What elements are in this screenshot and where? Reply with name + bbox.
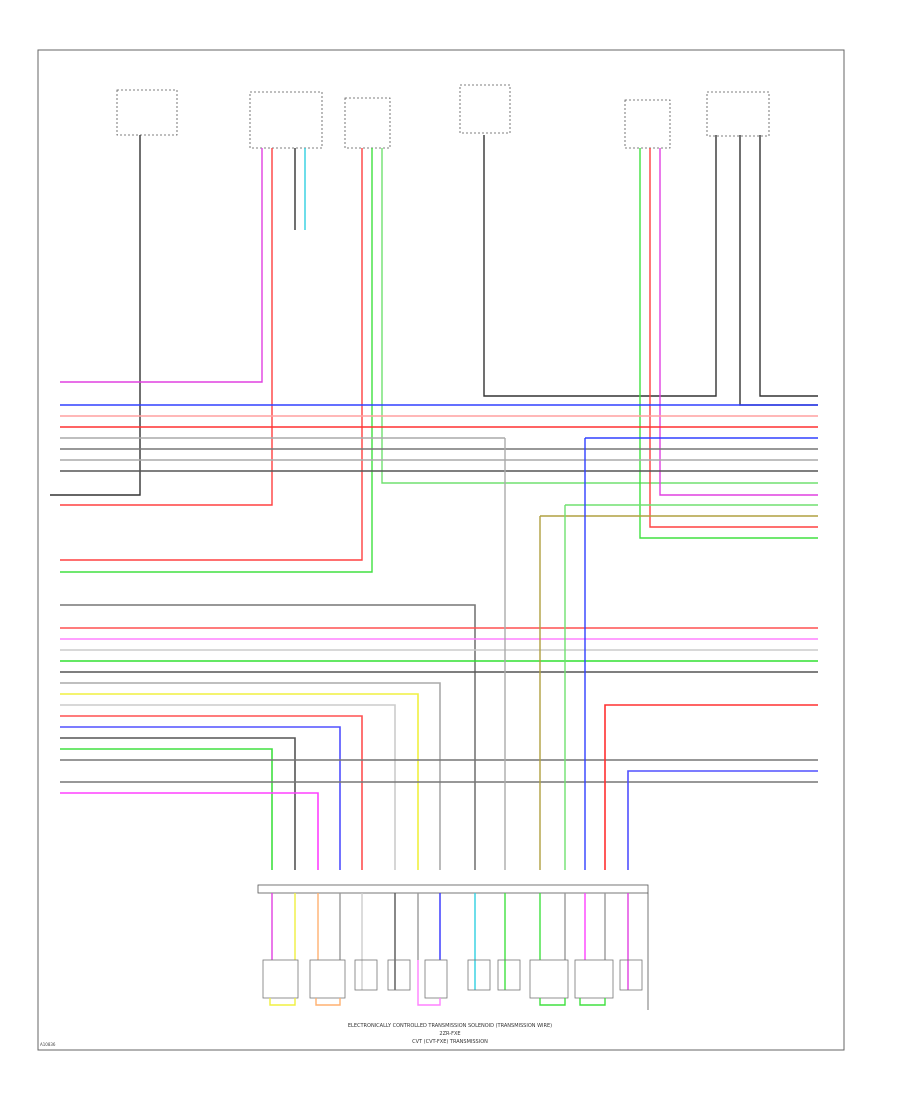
sol-loop-5 xyxy=(417,960,441,1006)
diagram-caption-3: CVT (CVT-FXE) TRANSMISSION xyxy=(412,1039,488,1045)
wire-pink-1 xyxy=(60,148,263,383)
wire-red-3 xyxy=(649,148,818,528)
footer-code: A10836 xyxy=(40,1042,56,1047)
wire-black-5 xyxy=(759,135,818,397)
wire-green-3 xyxy=(639,148,818,539)
connector-housing xyxy=(257,884,649,894)
solenoid-1 xyxy=(262,959,299,999)
diagram-caption-1: ELECTRONICALLY CONTROLLED TRANSMISSION S… xyxy=(348,1023,552,1029)
sensor-component-1 xyxy=(116,89,178,136)
solenoid-5 xyxy=(424,959,448,999)
sensor-component-5 xyxy=(624,99,671,149)
bus-grey-lower-3 xyxy=(60,682,441,870)
sol-loop-1 xyxy=(269,998,296,1006)
wire-black-1 xyxy=(50,135,141,496)
horizontal-bus-lower xyxy=(60,604,818,870)
solenoid-7 xyxy=(497,959,521,991)
bus-black-lower-2 xyxy=(60,737,296,870)
bottom-connector xyxy=(257,884,649,1010)
wire-red-1 xyxy=(60,148,273,506)
solenoid-4 xyxy=(387,959,411,991)
sol-loop-2 xyxy=(315,998,341,1006)
sensor-component-6 xyxy=(706,91,770,137)
solenoid-6 xyxy=(467,959,491,991)
bus-red-right-1 xyxy=(604,704,818,870)
wire-black-4 xyxy=(739,135,818,406)
diagram-caption-2: 2ZR-FXE xyxy=(439,1031,460,1037)
solenoid-3 xyxy=(354,959,378,991)
bus-blue-right-1 xyxy=(627,770,818,870)
wire-pink-2 xyxy=(659,148,818,496)
wire-black-3 xyxy=(483,135,717,397)
sensor-component-2 xyxy=(249,91,323,149)
bus-blue-lower-1 xyxy=(60,726,341,870)
bus-red-lower-2 xyxy=(60,715,363,870)
sol-loop-9 xyxy=(579,998,606,1006)
solenoid-10 xyxy=(619,959,643,991)
bus-grey-lower-4 xyxy=(60,704,396,870)
vertical-wires-top xyxy=(50,135,818,573)
bus-pink-lower-2 xyxy=(60,792,319,870)
solenoid-2 xyxy=(309,959,346,999)
bus-green-lower-2 xyxy=(60,748,273,870)
solenoid-8 xyxy=(529,959,569,999)
wire-red-2 xyxy=(60,148,363,561)
sensor-component-4 xyxy=(459,84,511,134)
horizontal-bus-upper xyxy=(60,404,818,517)
top-components xyxy=(116,84,770,149)
wire-green-1 xyxy=(60,148,373,573)
solenoid-group xyxy=(262,893,643,1006)
bus-yellow-lower-1 xyxy=(60,693,419,870)
sensor-component-3 xyxy=(344,97,391,149)
diagram-frame xyxy=(37,49,845,1051)
wire-green-2 xyxy=(381,148,818,484)
sol-loop-8 xyxy=(539,998,566,1006)
solenoid-9 xyxy=(574,959,614,999)
vertical-drops xyxy=(504,438,586,870)
